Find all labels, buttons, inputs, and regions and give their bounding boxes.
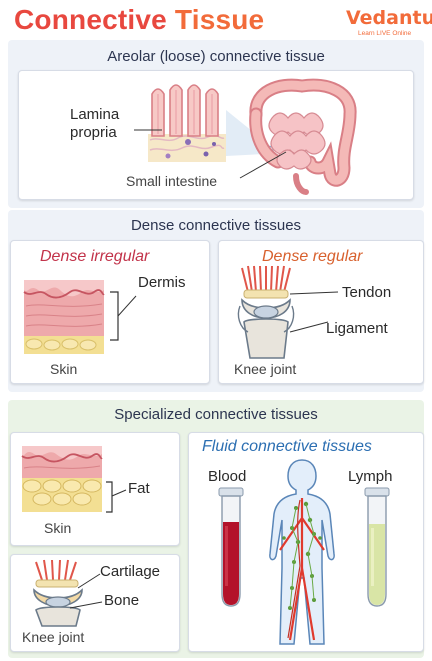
specialized-section-title: Specialized connective tissues (114, 406, 318, 423)
areolar-section-title: Areolar (loose) connective tissue (107, 48, 325, 65)
ligament-pointer-line (289, 321, 329, 333)
label-blood: Blood (208, 468, 247, 485)
label-skin-irregular: Skin (50, 361, 78, 377)
label-fat: Fat (128, 480, 150, 497)
label-cartilage: Cartilage (100, 563, 161, 580)
label-ligament: Ligament (326, 320, 388, 337)
label-tendon: Tendon (342, 284, 392, 301)
label-propria: propria (70, 124, 117, 141)
lymph-test-tube (364, 487, 390, 607)
lamina-pointer-line (134, 129, 162, 131)
fat-bracket (106, 481, 127, 513)
dense-irregular-title: Dense irregular (40, 248, 150, 265)
dense-regular-title: Dense regular (262, 248, 363, 265)
dense-section-title: Dense connective tissues (130, 217, 302, 234)
label-skin-fat: Skin (44, 520, 72, 536)
title-word-connective: Connective (14, 4, 167, 35)
label-bone: Bone (104, 592, 140, 609)
intestine-pointer-line (239, 151, 287, 179)
label-knee-joint-regular: Knee joint (234, 361, 297, 377)
label-lymph: Lymph (348, 468, 393, 485)
page-title: Connective Tissue (14, 4, 264, 36)
label-knee-joint-cartilage: Knee joint (22, 629, 85, 645)
dermis-bracket (110, 291, 137, 341)
logo-brand: Vedantu (346, 7, 432, 29)
human-body-circulation (269, 459, 335, 645)
logo-tagline: Learn LIVE Online (358, 30, 412, 37)
intestine-illustration (249, 78, 357, 195)
vedantu-logo: Vedantu Learn LIVE Online (346, 7, 432, 42)
dermis-skin-illustration (23, 280, 105, 354)
bone-pointer-line (69, 601, 103, 609)
label-lamina: Lamina (70, 106, 120, 123)
tendon-pointer-line (289, 291, 339, 295)
cartilage-pointer-line (77, 573, 101, 589)
blood-test-tube (218, 487, 244, 607)
label-small-intestine: Small intestine (126, 173, 218, 189)
fat-skin-illustration (21, 446, 103, 512)
label-dermis: Dermis (138, 274, 186, 291)
villi-illustration (148, 84, 226, 162)
fluid-card-title: Fluid connective tissues (202, 438, 372, 455)
knee-cartilage-illustration (33, 559, 83, 627)
title-word-tissue: Tissue (174, 4, 265, 35)
knee-tendon-illustration (237, 265, 295, 359)
